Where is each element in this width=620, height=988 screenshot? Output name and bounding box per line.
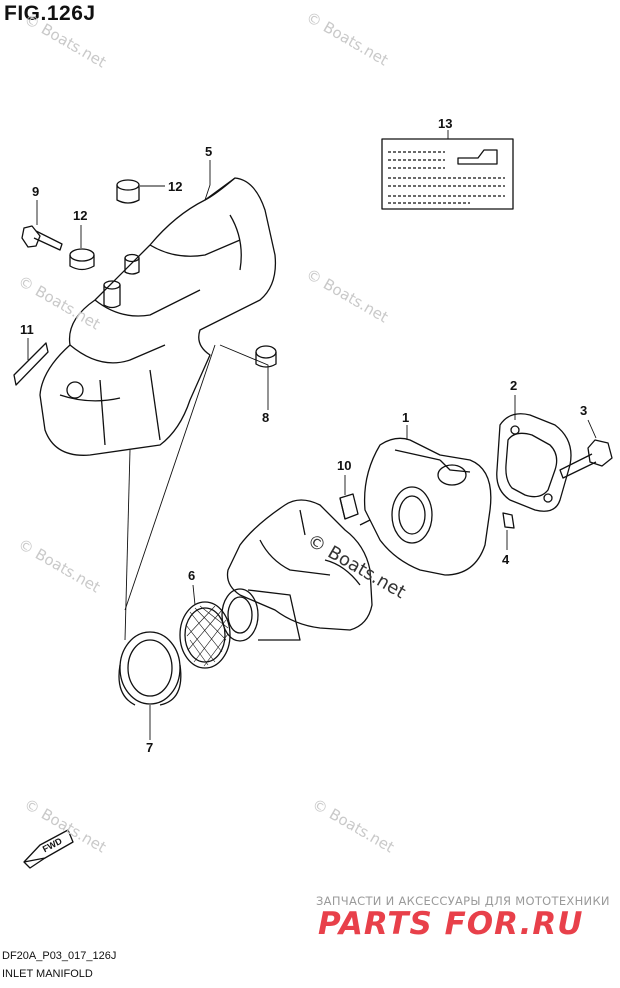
guide-line [124,449,131,641]
silencer-case-part-5 [39,177,277,456]
callout-4: 4 [502,552,510,567]
callout-8: 8 [262,410,270,425]
callout-6: 6 [188,568,196,583]
pin-part-4 [502,512,515,529]
callout-12-left: 12 [73,208,88,223]
throttle-body-assembly [221,499,373,642]
callout-13: 13 [438,116,453,131]
figure-caption: INLET MANIFOLD [2,968,93,980]
screen-part-6 [179,601,231,669]
callout-7: 7 [146,740,154,755]
callout-1: 1 [402,410,410,425]
callout-5: 5 [205,144,213,159]
callout-11: 11 [20,322,34,337]
promo-text: ЗАПЧАСТИ И АКСЕССУАРЫ ДЛЯ МОТОТЕХНИКИ [316,894,610,908]
manifold-part-1 [359,437,492,576]
guide-line [124,344,216,611]
figure-title: FIG.126J [4,2,96,25]
grommet-part-12-left [69,248,95,271]
promo-brand-logo: PARTS FOR.RU [318,906,584,942]
callout-3: 3 [580,403,588,418]
bolt-part-9 [21,225,63,251]
seal-part-7 [118,631,182,706]
fwd-arrow-icon [23,829,74,869]
nut-part-10 [339,493,359,520]
callout-2: 2 [510,378,518,393]
callout-12-upper: 12 [168,179,183,194]
callout-10: 10 [337,458,352,473]
grommet-part-12-upper [116,179,140,204]
label-part-13 [381,138,514,210]
gasket-part-2 [496,413,572,512]
leader-lines [27,130,597,740]
callout-9: 9 [32,184,40,199]
document-code: DF20A_P03_017_126J [2,950,117,962]
bolt-part-3 [559,439,613,479]
seal-part-11 [13,342,49,386]
grommet-part-8 [255,345,277,368]
